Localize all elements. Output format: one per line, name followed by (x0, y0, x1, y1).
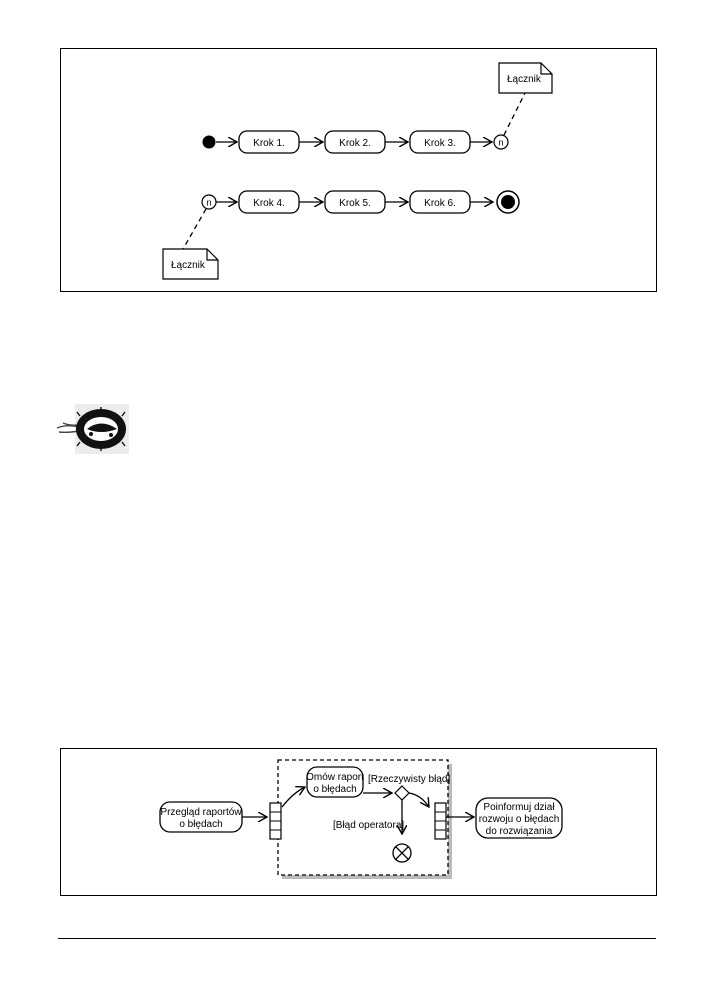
connector-in-label: n (206, 198, 211, 208)
bug-report-region-figure: Przegląd raportów o błędach Omów raport … (60, 748, 657, 896)
trap-warning-icon (55, 404, 130, 454)
action-step-2-label: Krok 2. (339, 138, 371, 149)
final-node-inner (501, 195, 515, 209)
connector-out (493, 134, 509, 150)
footer-rule (58, 938, 656, 939)
note-anchor-line (182, 208, 207, 250)
action-discuss-report (306, 766, 364, 798)
action-step-4-label: Krok 4. (253, 198, 285, 209)
guard-operator-error: [Błąd operatora] (333, 820, 404, 831)
bug-report-diagram: Przegląd raportów o błędach Omów raport … (159, 759, 563, 879)
connector-diagram: Krok 1. Krok 2. Krok 3. n Łącznik n Krok… (162, 62, 553, 280)
note-top (498, 62, 553, 94)
note-top-label: Łącznik (507, 74, 542, 85)
connector-out-label: n (498, 138, 503, 148)
note-anchor-line (503, 92, 526, 136)
action-step-6-label: Krok 6. (424, 198, 456, 209)
initial-node (202, 135, 216, 149)
flow-edge (281, 787, 305, 808)
action-inform-dev (475, 797, 563, 839)
action-inform-dev-line1: Poinformuj dział (483, 802, 555, 813)
action-discuss-report-line1: Omów raport (306, 772, 364, 783)
action-inform-dev-line3: do rozwiązania (486, 826, 553, 837)
flow-edge (408, 792, 429, 807)
connector-diagram-figure: Krok 1. Krok 2. Krok 3. n Łącznik n Krok… (60, 48, 657, 292)
note-fold (206, 249, 218, 261)
note-bottom-label: Łącznik (171, 260, 206, 271)
action-discuss-report-line2: o błędach (313, 784, 356, 795)
action-inform-dev-line2: rozwoju o błędach (479, 814, 560, 825)
action-review-reports-line1: Przegląd raportów (160, 807, 242, 818)
guard-real-bug: [Rzeczywisty błąd] (368, 774, 450, 785)
action-review-reports-line2: o błędach (179, 819, 222, 830)
note-fold (540, 63, 552, 75)
action-step-1-label: Krok 1. (253, 138, 285, 149)
action-step-5-label: Krok 5. (339, 198, 371, 209)
note-bottom (162, 248, 219, 280)
action-step-3-label: Krok 3. (424, 138, 456, 149)
